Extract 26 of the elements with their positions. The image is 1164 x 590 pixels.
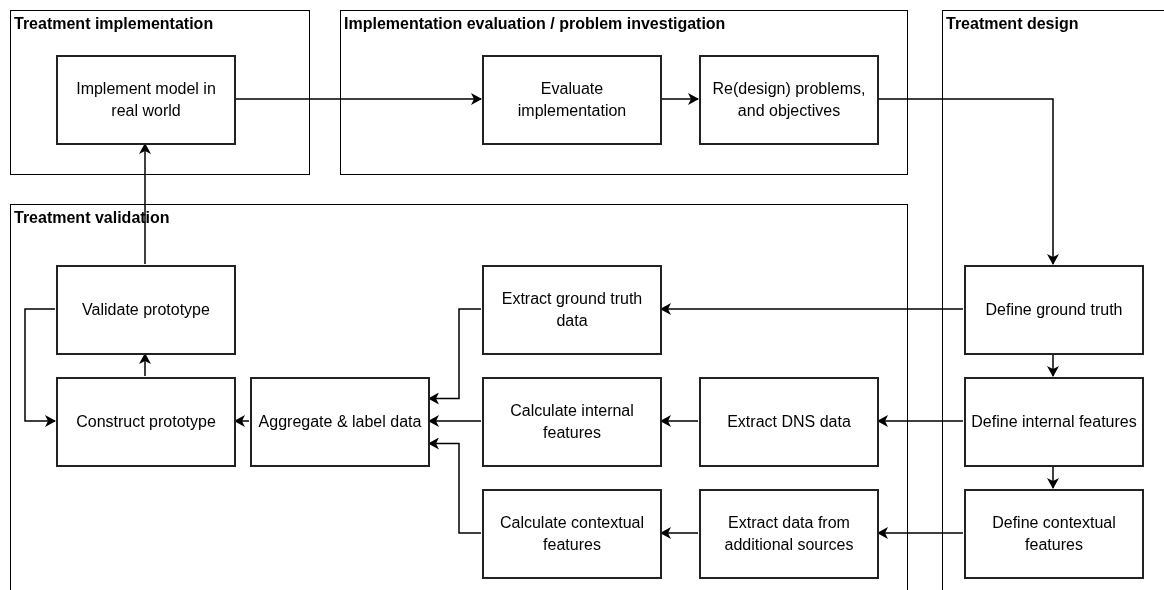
process-box: Define internal features: [964, 377, 1144, 467]
process-box: Evaluate implementation: [482, 55, 662, 145]
lane-title: Implementation evaluation / problem investigation: [344, 14, 726, 34]
process-box: Aggregate & label data: [250, 377, 430, 467]
process-box: Extract ground truth data: [482, 265, 662, 355]
arrow: [1047, 465, 1059, 489]
arrow: [139, 143, 151, 265]
arrow: [1047, 353, 1059, 377]
arrow: [24, 308, 56, 427]
lane-panel: [10, 10, 310, 175]
process-box: Calculate internal features: [482, 377, 662, 467]
process-box: Implement model in real world: [56, 55, 236, 145]
lane-panel: [340, 10, 908, 175]
process-box: Extract data from additional sources: [699, 489, 879, 579]
arrow: [139, 353, 151, 377]
process-box: Define ground truth: [964, 265, 1144, 355]
lane-panel: [942, 10, 1164, 590]
process-box: Define contextual features: [964, 489, 1144, 579]
process-box: Construct prototype: [56, 377, 236, 467]
process-box: Validate prototype: [56, 265, 236, 355]
lane-panel: [10, 204, 908, 590]
lane-title: Treatment design: [946, 14, 1079, 34]
lane-title: Treatment implementation: [14, 14, 214, 34]
process-box: Re(design) problems, and objectives: [699, 55, 879, 145]
process-box: Extract DNS data: [699, 377, 879, 467]
process-box: Calculate contextual features: [482, 489, 662, 579]
